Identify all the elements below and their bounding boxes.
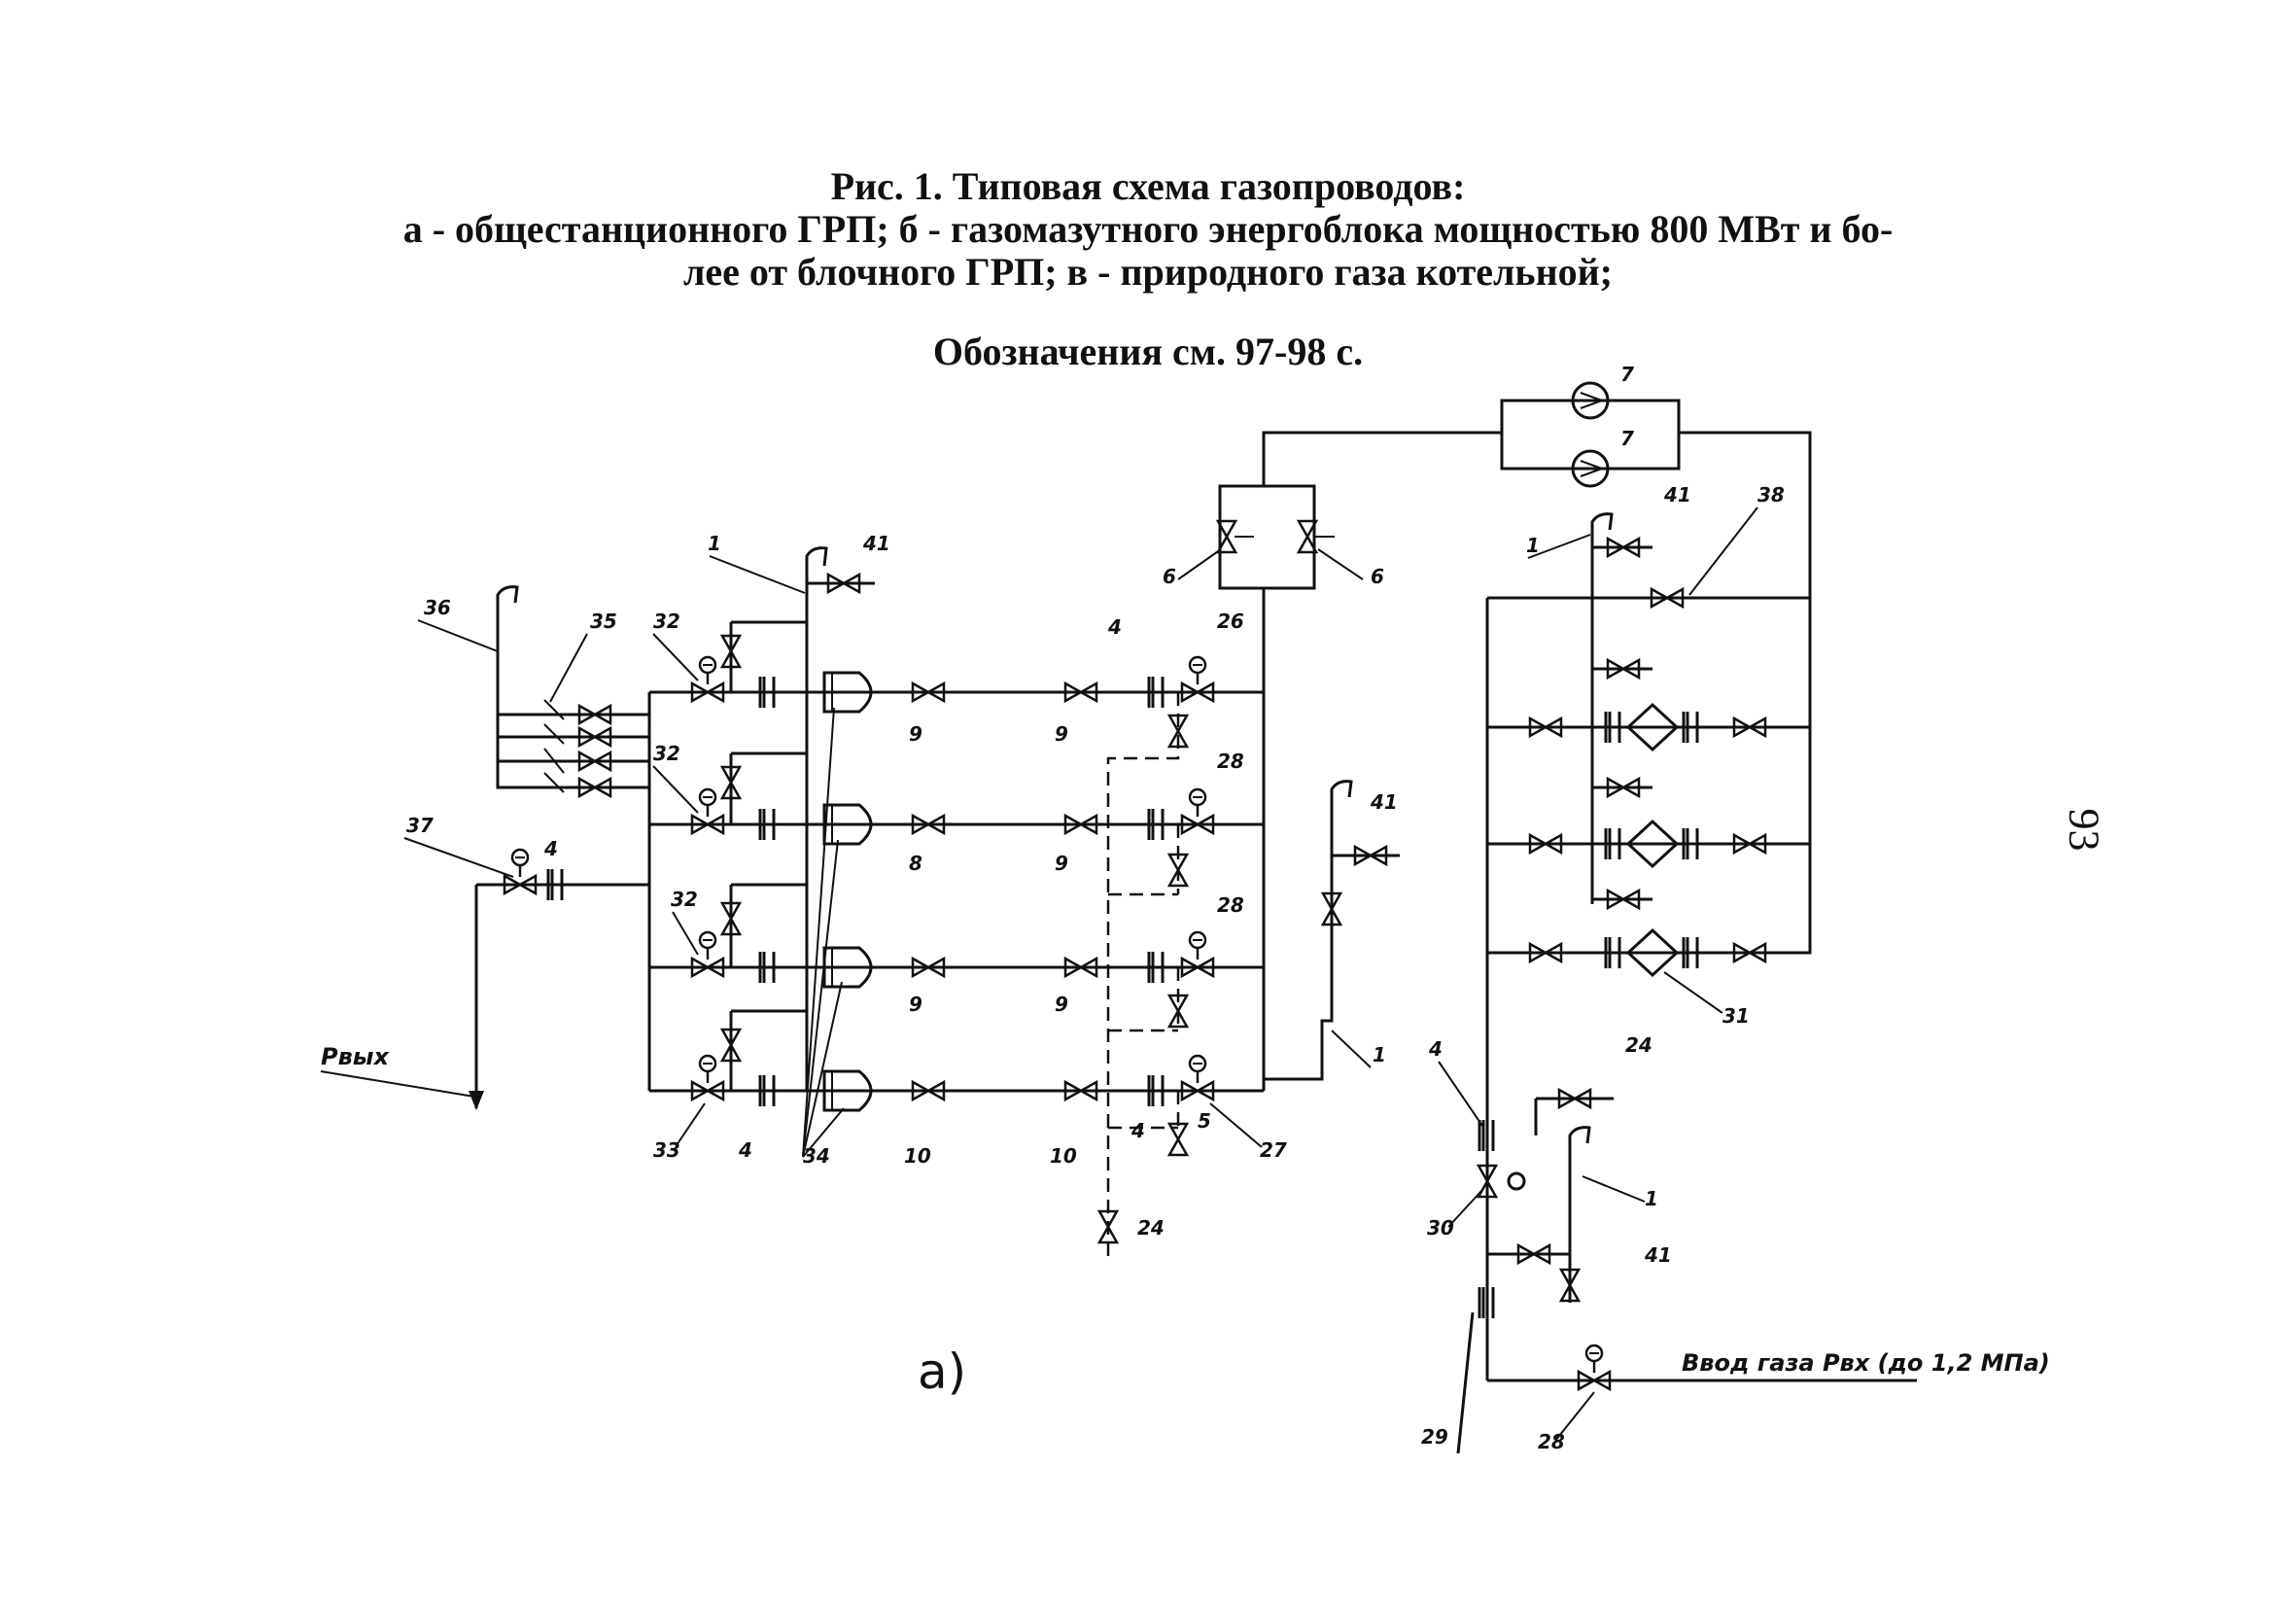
label-10b: 10: [1050, 1144, 1077, 1168]
label-41-bottom: 41: [1644, 1243, 1672, 1267]
label-6a: 6: [1163, 565, 1176, 588]
label-4-row4: 4: [738, 1138, 752, 1162]
main-collector: [1262, 588, 1400, 1091]
callout-labels: 36 35 32 32 32 37 4 33 4 34 9 9 8 9 9 9 …: [403, 363, 1785, 1453]
label-4-mid: 4: [1107, 615, 1122, 639]
flow-meters: [1500, 381, 1812, 955]
label-9a: 9: [909, 722, 922, 746]
outlet-collector: [469, 692, 651, 1110]
label-9d: 9: [909, 993, 922, 1016]
label-35: 35: [590, 610, 617, 633]
label-28a: 28: [1217, 750, 1244, 773]
figure-caption-title: Рис. 1. Типовая схема газопроводов:: [830, 164, 1466, 208]
label-5: 5: [1198, 1109, 1211, 1133]
inlet-label: Ввод газа Pвх (до 1,2 МПа): [1682, 1349, 2050, 1377]
label-41-mid: 41: [1370, 790, 1398, 814]
label-10a: 10: [904, 1144, 931, 1168]
label-1-top: 1: [708, 532, 721, 555]
label-26: 26: [1217, 610, 1244, 633]
label-31: 31: [1722, 1004, 1750, 1028]
label-36: 36: [424, 596, 451, 619]
relief-valve-box: [1216, 431, 1502, 590]
label-7a: 7: [1620, 363, 1634, 386]
label-4-right: 4: [1428, 1037, 1443, 1061]
label-8: 8: [909, 852, 922, 875]
label-34: 34: [803, 1144, 830, 1168]
reduction-lines: [649, 546, 1264, 1158]
label-32c: 32: [671, 888, 698, 911]
label-1-mid: 1: [1373, 1043, 1386, 1066]
label-37: 37: [406, 814, 434, 837]
legend-reference: Обозначения см. 97-98 с.: [932, 330, 1364, 373]
drain-lines: [1097, 692, 1189, 1259]
label-4-row4r: 4: [1131, 1119, 1145, 1142]
label-32a: 32: [653, 610, 680, 633]
label-29: 29: [1421, 1425, 1448, 1449]
label-1-bottom: 1: [1645, 1187, 1658, 1210]
label-38: 38: [1757, 483, 1785, 507]
label-6b: 6: [1371, 565, 1384, 588]
figure-letter: а): [918, 1344, 966, 1400]
label-1-right: 1: [1526, 534, 1540, 557]
label-24-left: 24: [1137, 1216, 1165, 1240]
label-9b: 9: [1055, 722, 1068, 746]
vent-lines: [496, 585, 649, 798]
figure-caption-line-b: лее от блочного ГРП; в - природного газа…: [682, 250, 1613, 294]
label-9c: 9: [1055, 852, 1068, 875]
label-4-left: 4: [543, 837, 558, 860]
outlet-pressure-label: Pвых: [321, 1043, 390, 1070]
label-7b: 7: [1620, 427, 1634, 450]
label-9e: 9: [1055, 993, 1068, 1016]
label-24-right: 24: [1625, 1033, 1652, 1057]
label-41-left: 41: [862, 532, 890, 555]
label-41-right: 41: [1663, 483, 1691, 507]
label-28b: 28: [1217, 893, 1244, 917]
label-33: 33: [653, 1138, 680, 1162]
label-30: 30: [1427, 1216, 1454, 1240]
figure-caption-line-a: а - общестанционного ГРП; б - газомазутн…: [402, 207, 1894, 251]
label-27: 27: [1260, 1138, 1287, 1162]
filter-section: [1485, 512, 1810, 1128]
inlet-section: [1456, 1088, 1917, 1454]
label-32b: 32: [653, 742, 680, 765]
